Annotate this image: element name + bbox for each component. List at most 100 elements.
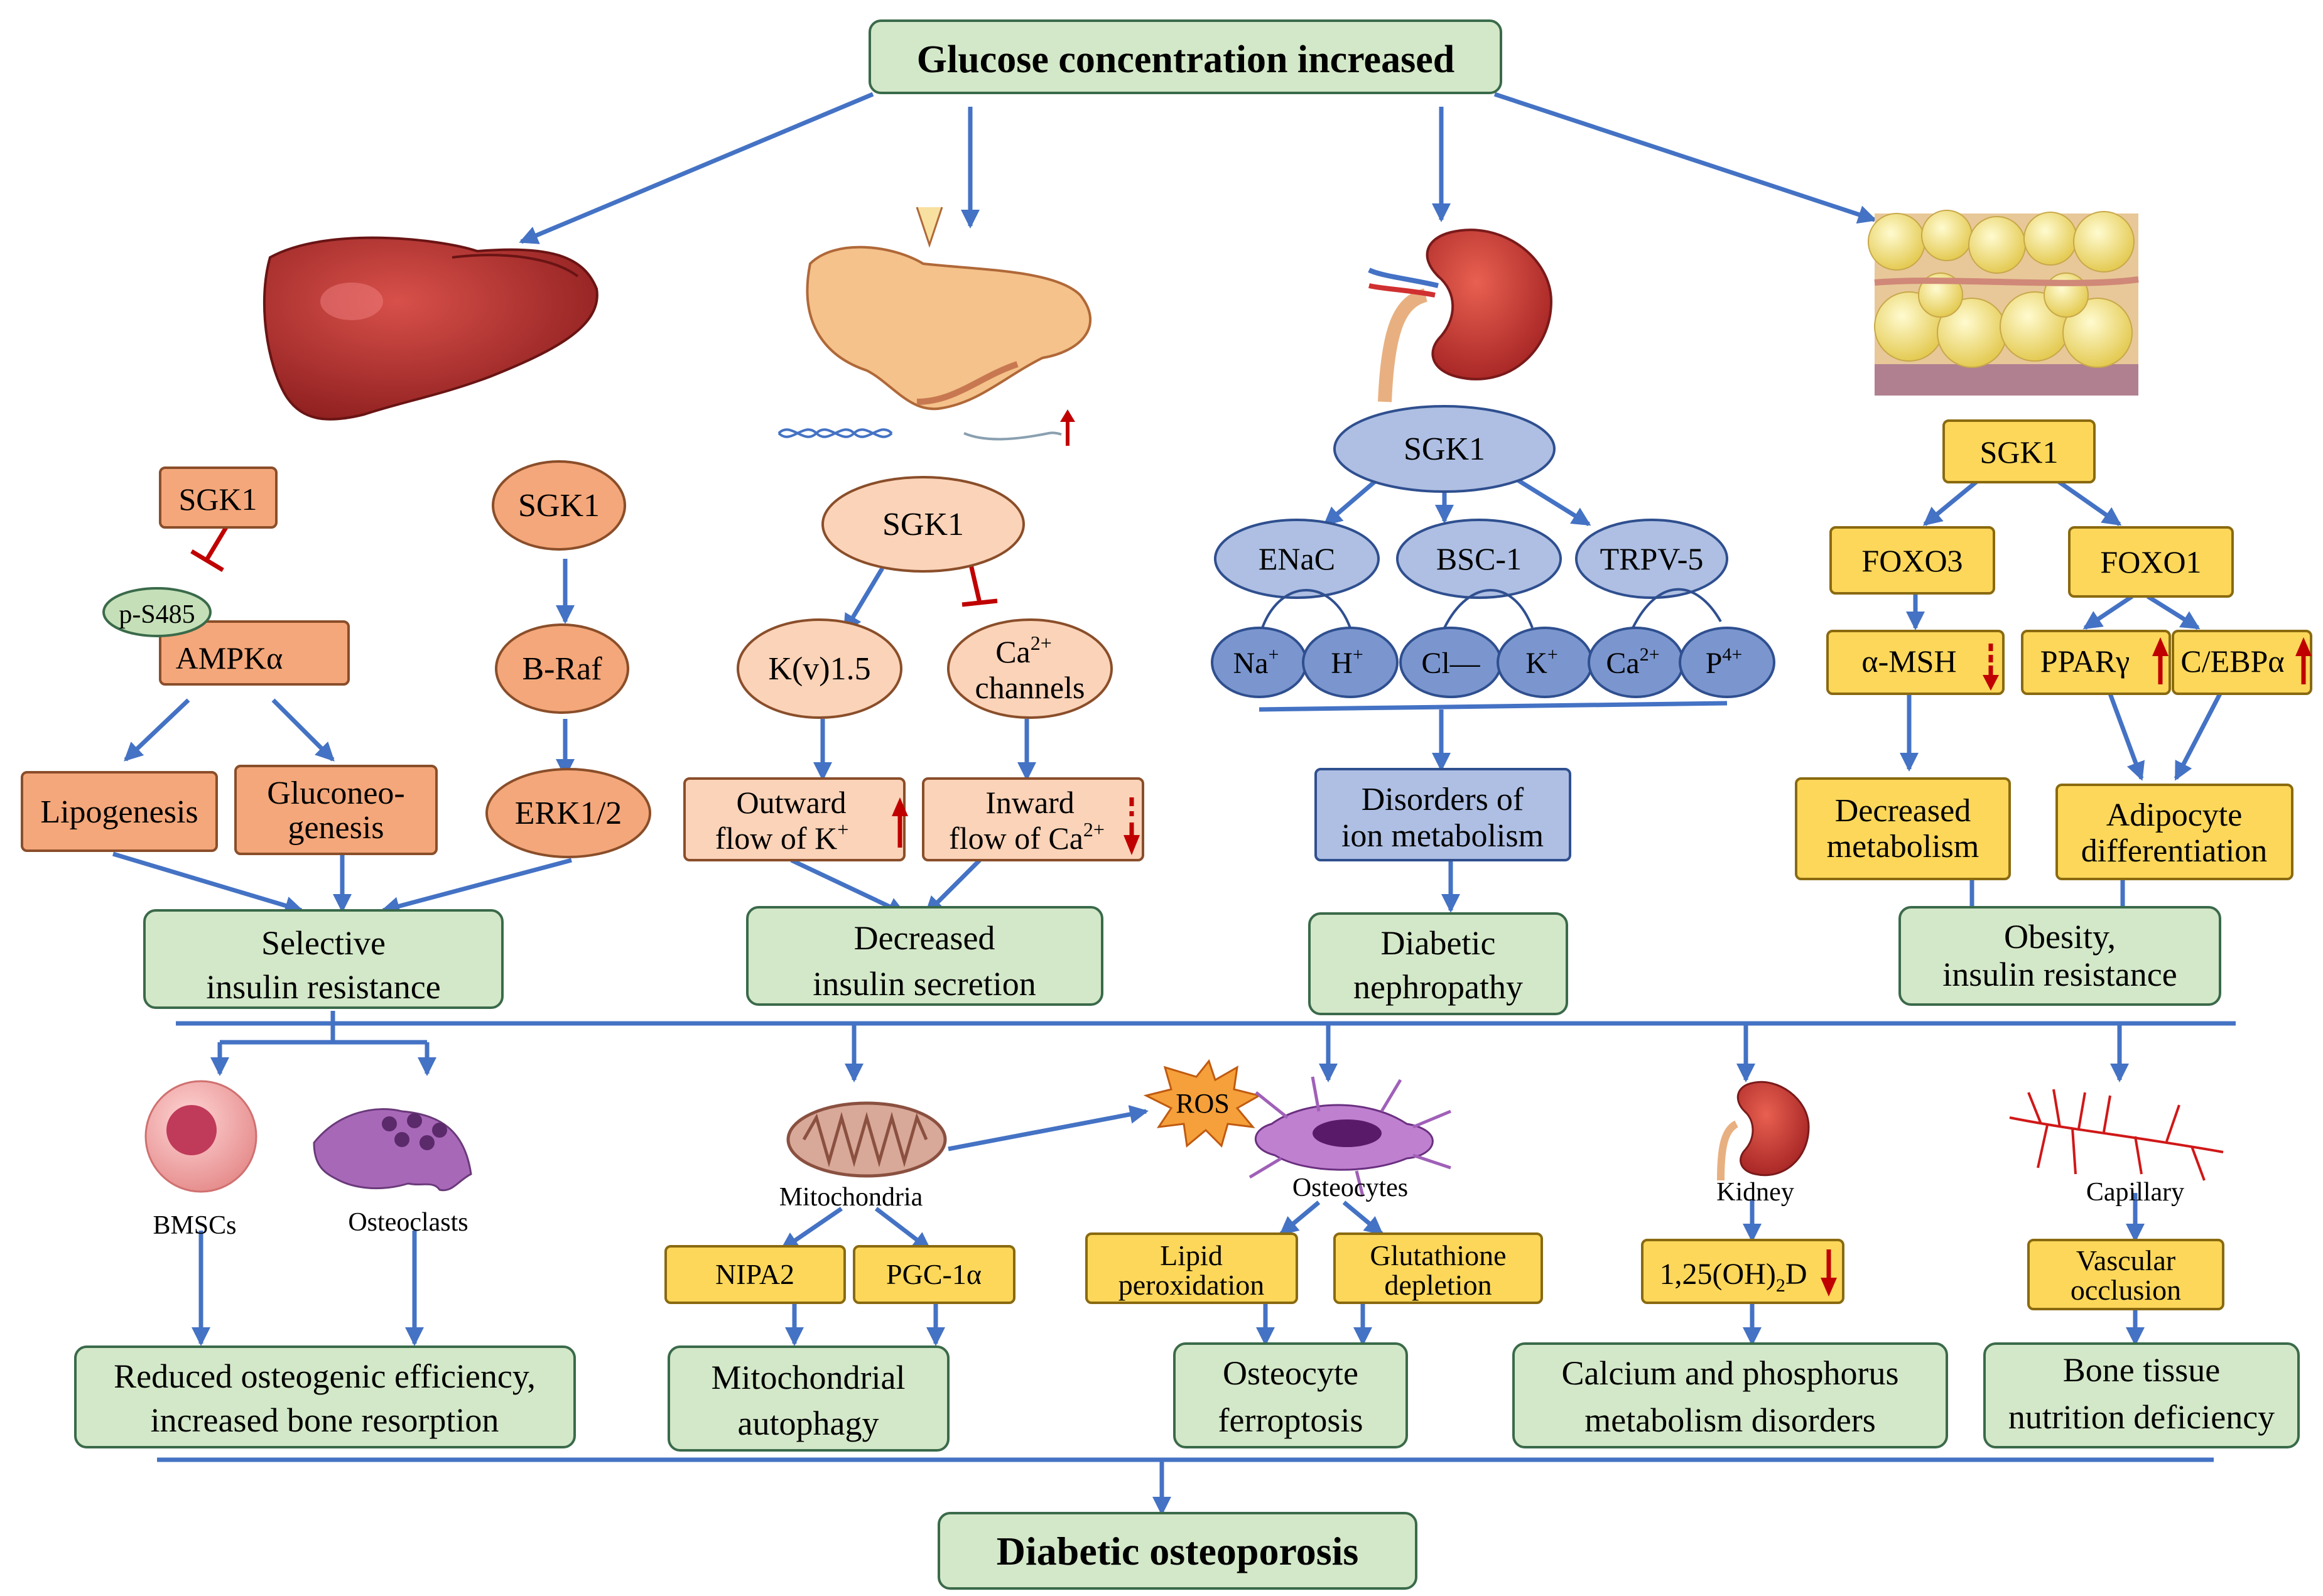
inward-flow-box [922, 777, 1144, 861]
trpv-label: TRPV-5 [1600, 541, 1704, 576]
final-box [938, 1512, 1417, 1590]
kidney-label: Kidney [1716, 1178, 1794, 1207]
reduced-label-2: increased bone resorption [151, 1401, 499, 1439]
kidney-sgk1-label: SGK1 [1404, 431, 1485, 467]
bone-label-1: Bone tissue [2063, 1351, 2221, 1389]
kidney-sgk1-ellipse [1333, 405, 1556, 493]
enac-label: ENaC [1259, 541, 1335, 576]
enac-ellipse [1214, 519, 1380, 599]
decreased-secretion-label-2: insulin secretion [813, 965, 1036, 1003]
nipa2-box [664, 1245, 846, 1304]
ca-channels-label-2: channels [975, 670, 1085, 705]
adipocyte-label-1: Adipocyte [2106, 797, 2243, 833]
decreased-metabolism-label-2: metabolism [1827, 829, 1979, 865]
ferro-label-2: ferroptosis [1218, 1401, 1363, 1439]
nephropathy-label-1: Diabetic [1381, 924, 1496, 962]
erk-label: ERK1/2 [515, 795, 622, 831]
osteoclasts-label: Osteoclasts [348, 1208, 468, 1237]
mitochondria-illustration [786, 1101, 947, 1178]
liver-illustration [263, 236, 598, 421]
inward-label-2: flow of Ca2+ [949, 818, 1105, 856]
ion-disorders-box [1314, 768, 1571, 861]
inward-label-1: Inward [985, 785, 1075, 820]
capillary-label: Capillary [2086, 1178, 2184, 1207]
vitd-label: 1,25(OH)2D [1660, 1258, 1807, 1296]
ca-channels-label-1: Ca2+ [995, 632, 1052, 669]
reduced-label-1: Reduced osteogenic efficiency, [114, 1357, 536, 1395]
lipogenesis-label: Lipogenesis [40, 794, 198, 830]
osteocyte-illustration [1248, 1076, 1451, 1197]
pgc-box [853, 1245, 1015, 1304]
pancreas-sgk1-label: SGK1 [882, 507, 964, 542]
ca-channels-ellipse [947, 618, 1113, 719]
ros-label: ROS [1176, 1088, 1230, 1119]
msh-box [1826, 630, 2005, 695]
selective-ir-label-1: Selective [261, 924, 386, 962]
final-label: Diabetic osteoporosis [997, 1529, 1359, 1573]
vascular-box [2027, 1239, 2224, 1310]
kidney-illustration [1368, 229, 1553, 402]
calcium-label-2: metabolism disorders [1584, 1401, 1875, 1439]
bmsc-illustration [144, 1080, 257, 1193]
ion-disorders-label-1: Disorders of [1362, 782, 1524, 817]
kidney-small-illustration [1717, 1081, 1810, 1181]
gluconeo-label-2: genesis [288, 810, 384, 846]
nephropathy-label-2: nephropathy [1353, 968, 1523, 1006]
pgc-label: PGC-1α [886, 1258, 982, 1290]
p-ellipse [1679, 627, 1775, 698]
adipose-illustration [1868, 210, 2139, 396]
pancreas-sgk1-ellipse [821, 476, 1025, 573]
decreased-metabolism-label-1: Decreased [1835, 793, 1971, 829]
glut-label-1: Glutathione [1370, 1239, 1506, 1271]
title-text: Glucose concentration increased [917, 38, 1454, 81]
liver-sgk1b-ellipse [492, 460, 626, 551]
foxo1-box [2068, 526, 2234, 598]
msh-label: α-MSH [1861, 644, 1956, 679]
liver-sgk1-label: SGK1 [178, 482, 257, 517]
erk-ellipse [485, 768, 651, 858]
osteoclast-illustration [313, 1108, 472, 1192]
foxo3-label: FOXO3 [1861, 543, 1963, 578]
braf-ellipse [495, 623, 629, 714]
braf-label: B-Raf [522, 651, 602, 687]
cl-label: Cl— [1421, 647, 1480, 680]
p-s485-ellipse [102, 587, 212, 637]
decreased-secretion-box [746, 906, 1103, 1006]
vascular-label-1: Vascular [2076, 1244, 2175, 1276]
mito-auto-label-2: autophagy [738, 1405, 879, 1442]
foxo1-label: FOXO1 [2100, 544, 2201, 580]
lipogenesis-box [21, 771, 218, 852]
liver-sgk1-box [159, 466, 278, 529]
obesity-label-2: insulin resistance [1942, 956, 2177, 993]
adipocyte-label-2: differentiation [2081, 833, 2268, 869]
ferro-label-1: Osteocyte [1223, 1354, 1358, 1392]
cebp-label: C/EBPα [2180, 644, 2284, 679]
ampk-box [159, 620, 350, 686]
vitd-box [1641, 1239, 1844, 1304]
osteocytes-label: Osteocytes [1292, 1173, 1408, 1202]
foxo3-box [1829, 526, 1995, 595]
outward-label-2: flow of K+ [715, 818, 848, 856]
trpv-ellipse [1575, 519, 1728, 599]
liver-sgk1b-label: SGK1 [518, 488, 600, 524]
adipose-sgk1-label: SGK1 [1979, 434, 2058, 470]
lipid-box [1085, 1232, 1298, 1304]
na-label: Na+ [1233, 644, 1279, 680]
calcium-label-1: Calcium and phosphorus [1562, 1354, 1899, 1392]
adipocyte-diff-box [2055, 784, 2293, 880]
mito-auto-label-1: Mitochondrial [712, 1359, 906, 1396]
bone-nutrition-box [1983, 1342, 2300, 1448]
pancreas-illustration [777, 207, 1092, 446]
kv-label: K(v)1.5 [768, 651, 870, 687]
selective-ir-box [143, 909, 504, 1009]
kv-ellipse [737, 618, 902, 719]
glutathione-box [1333, 1232, 1543, 1304]
lipid-label-2: peroxidation [1118, 1269, 1265, 1301]
obesity-label-1: Obesity, [2004, 918, 2116, 956]
gluconeo-label-1: Gluconeo- [267, 775, 404, 811]
obesity-box [1898, 906, 2221, 1006]
lipid-label-1: Lipid [1160, 1239, 1223, 1271]
reduced-osteogenic-box [74, 1345, 576, 1448]
